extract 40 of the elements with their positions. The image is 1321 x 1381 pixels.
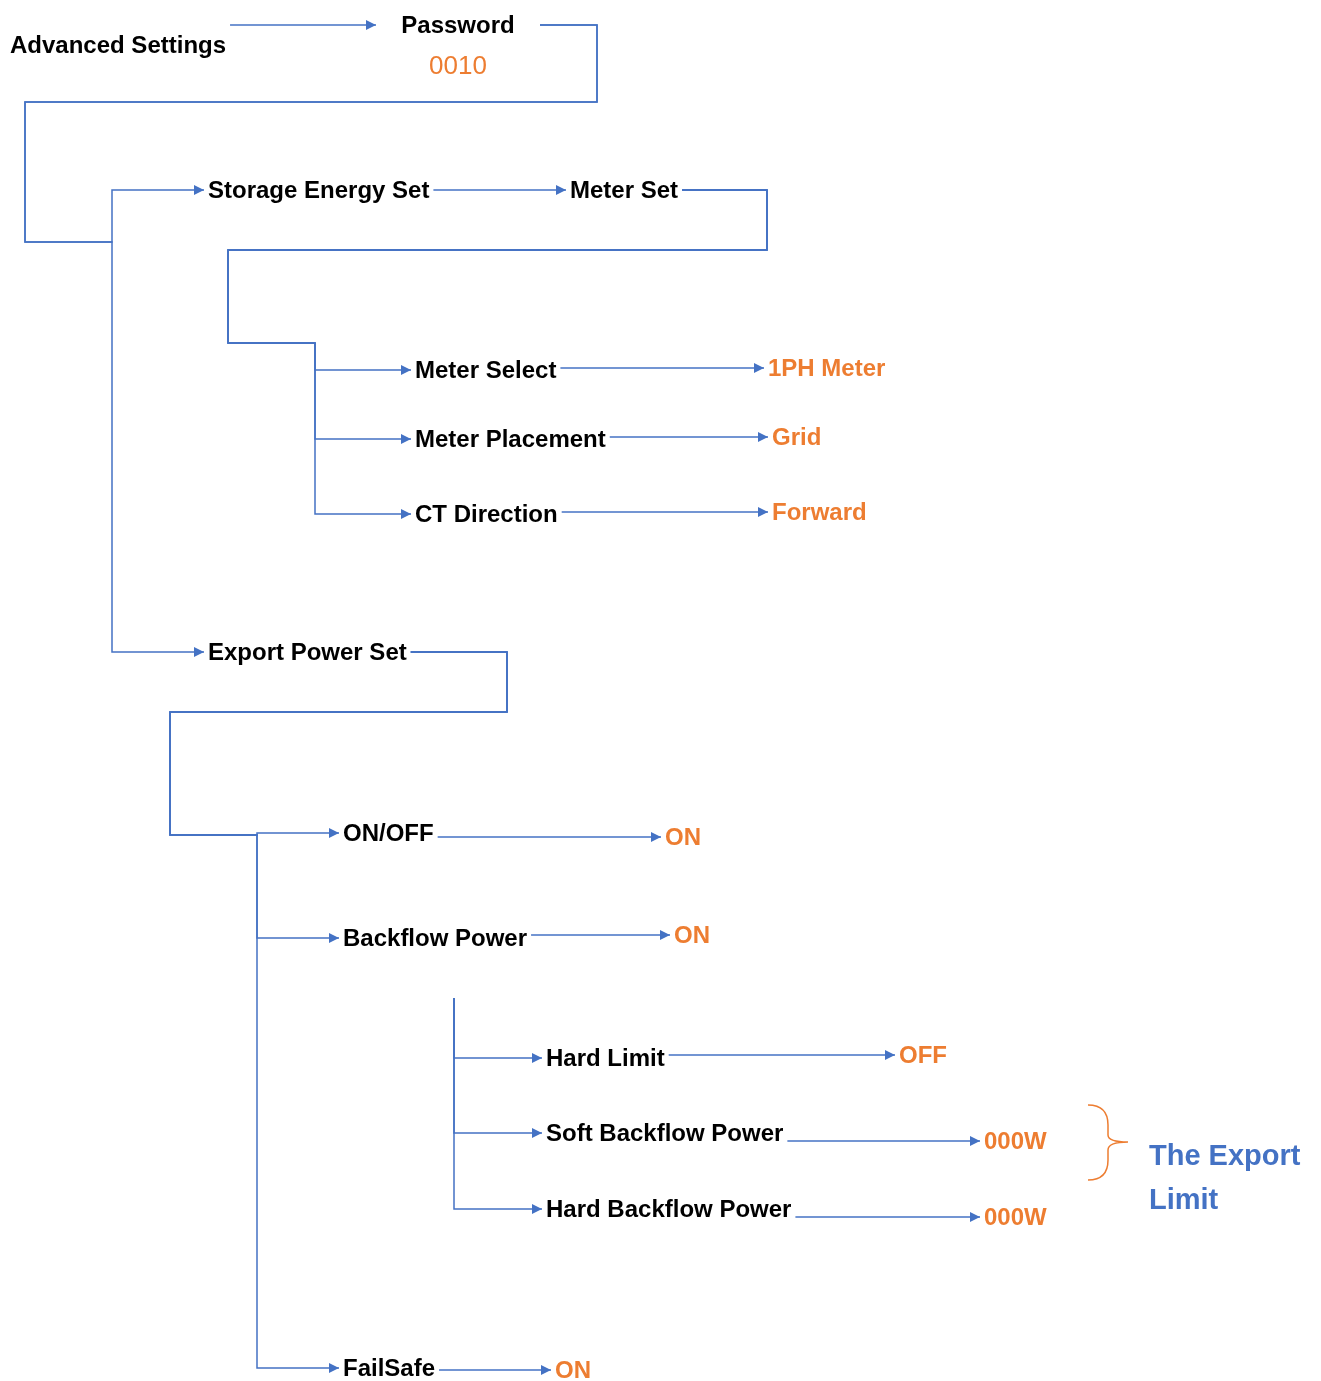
arrow xyxy=(24,24,598,657)
setting-value: OFF xyxy=(899,1035,947,1075)
menu-item: Export Power Set xyxy=(208,632,407,672)
menu-item: Hard Limit xyxy=(546,1038,665,1078)
menu-item: Storage Energy Set xyxy=(208,170,430,210)
arrow xyxy=(436,832,662,842)
arrow xyxy=(560,507,769,517)
setting-value: ON xyxy=(665,817,701,857)
menu-item: Meter Set xyxy=(570,170,679,210)
arrow xyxy=(453,997,543,1214)
setting-value: 1PH Meter xyxy=(768,348,886,388)
arrow xyxy=(786,1136,981,1146)
setting-value: 000W xyxy=(984,1121,1047,1161)
arrow xyxy=(609,432,769,442)
arrow xyxy=(559,363,765,373)
setting-value: Forward xyxy=(772,492,867,532)
menu-item: Meter Placement xyxy=(415,419,606,459)
menu-item: FailSafe xyxy=(343,1348,436,1381)
menu-item: CT Direction xyxy=(415,494,558,534)
menu-item: Meter Select xyxy=(415,350,557,390)
menu-item: Hard Backflow Power xyxy=(546,1189,792,1229)
arrow xyxy=(169,651,508,1373)
arrow xyxy=(794,1212,981,1222)
setting-value: ON xyxy=(555,1350,591,1381)
setting-value: 0010 xyxy=(428,49,488,82)
menu-item: Password xyxy=(400,10,516,40)
arrow xyxy=(530,930,671,940)
arrow xyxy=(667,1050,896,1060)
menu-item: Backflow Power xyxy=(343,918,528,958)
arrow xyxy=(229,20,377,30)
menu-item: ON/OFF xyxy=(343,813,434,853)
arrow xyxy=(432,185,567,195)
menu-item: Soft Backflow Power xyxy=(546,1113,784,1153)
menu-item: Advanced Settings xyxy=(10,25,227,65)
arrow xyxy=(438,1365,552,1375)
arrow xyxy=(227,189,768,519)
setting-value: ON xyxy=(674,915,710,955)
annotation-text: The Export Limit xyxy=(1149,1138,1302,1217)
setting-value: Grid xyxy=(772,417,822,457)
setting-value: 000W xyxy=(984,1197,1047,1237)
